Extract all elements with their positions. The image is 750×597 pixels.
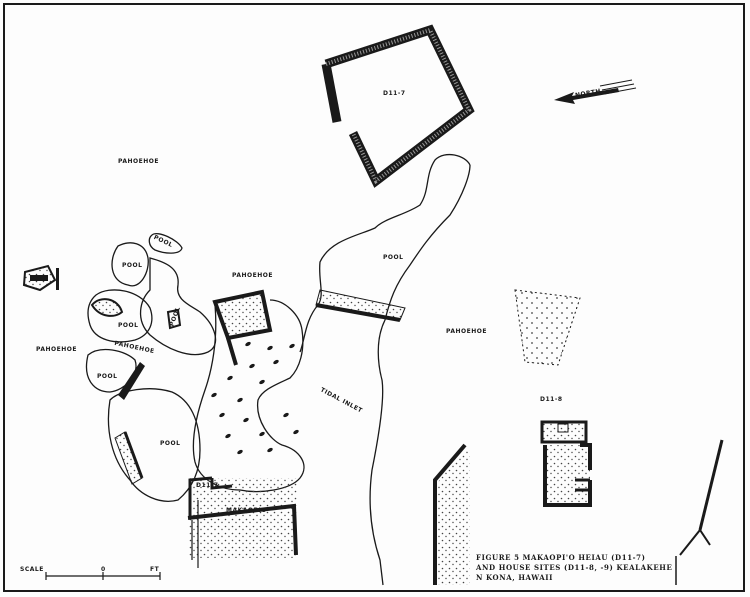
label-pahoehoe: PAHOEHOE [446, 328, 487, 335]
map-frame [3, 3, 745, 592]
label-pool: POOL [122, 262, 143, 269]
caption-line-1: FIGURE 5 MAKAOPI'O HEIAU (D11-7) [476, 553, 646, 562]
label-pool: POOL [118, 322, 139, 329]
label-pahoehoe: PAHOEHOE [118, 158, 159, 165]
label-pahoehoe: PAHOEHOE [232, 272, 273, 279]
dotted-area [514, 289, 581, 366]
lava-wall-right [433, 439, 724, 585]
central-enclosure [192, 289, 305, 493]
label-site-d11-8: D11-8 [540, 396, 563, 403]
label-pool: POOL [383, 254, 404, 261]
scale-unit: FT [150, 566, 160, 573]
scale-bar [45, 572, 161, 580]
house-site-d11-9 [540, 420, 592, 507]
caption-line-3: N KONA, HAWAII [476, 573, 554, 582]
lava-patch [22, 264, 59, 292]
caption-line-2: AND HOUSE SITES (D11-8, -9) KEALAKEHE [476, 563, 673, 572]
label-pool: POOL [160, 440, 181, 447]
label-site-d11-7b: D11-7 [196, 482, 219, 489]
scale-zero: 0 [101, 566, 106, 573]
heiau-enclosure [321, 24, 475, 188]
label-site-d11-7: D11-7 [383, 90, 406, 97]
makaopio-platform [187, 476, 298, 568]
label-pahoehoe: PAHOEHOE [36, 346, 77, 353]
label-makaopio: MAKAOPIO [226, 507, 267, 514]
north-arrow [554, 79, 637, 104]
scale-label: SCALE [20, 566, 44, 573]
label-pool: POOL [97, 373, 118, 380]
pools-cluster [85, 233, 217, 502]
tidal-inlet-outline [299, 153, 471, 586]
